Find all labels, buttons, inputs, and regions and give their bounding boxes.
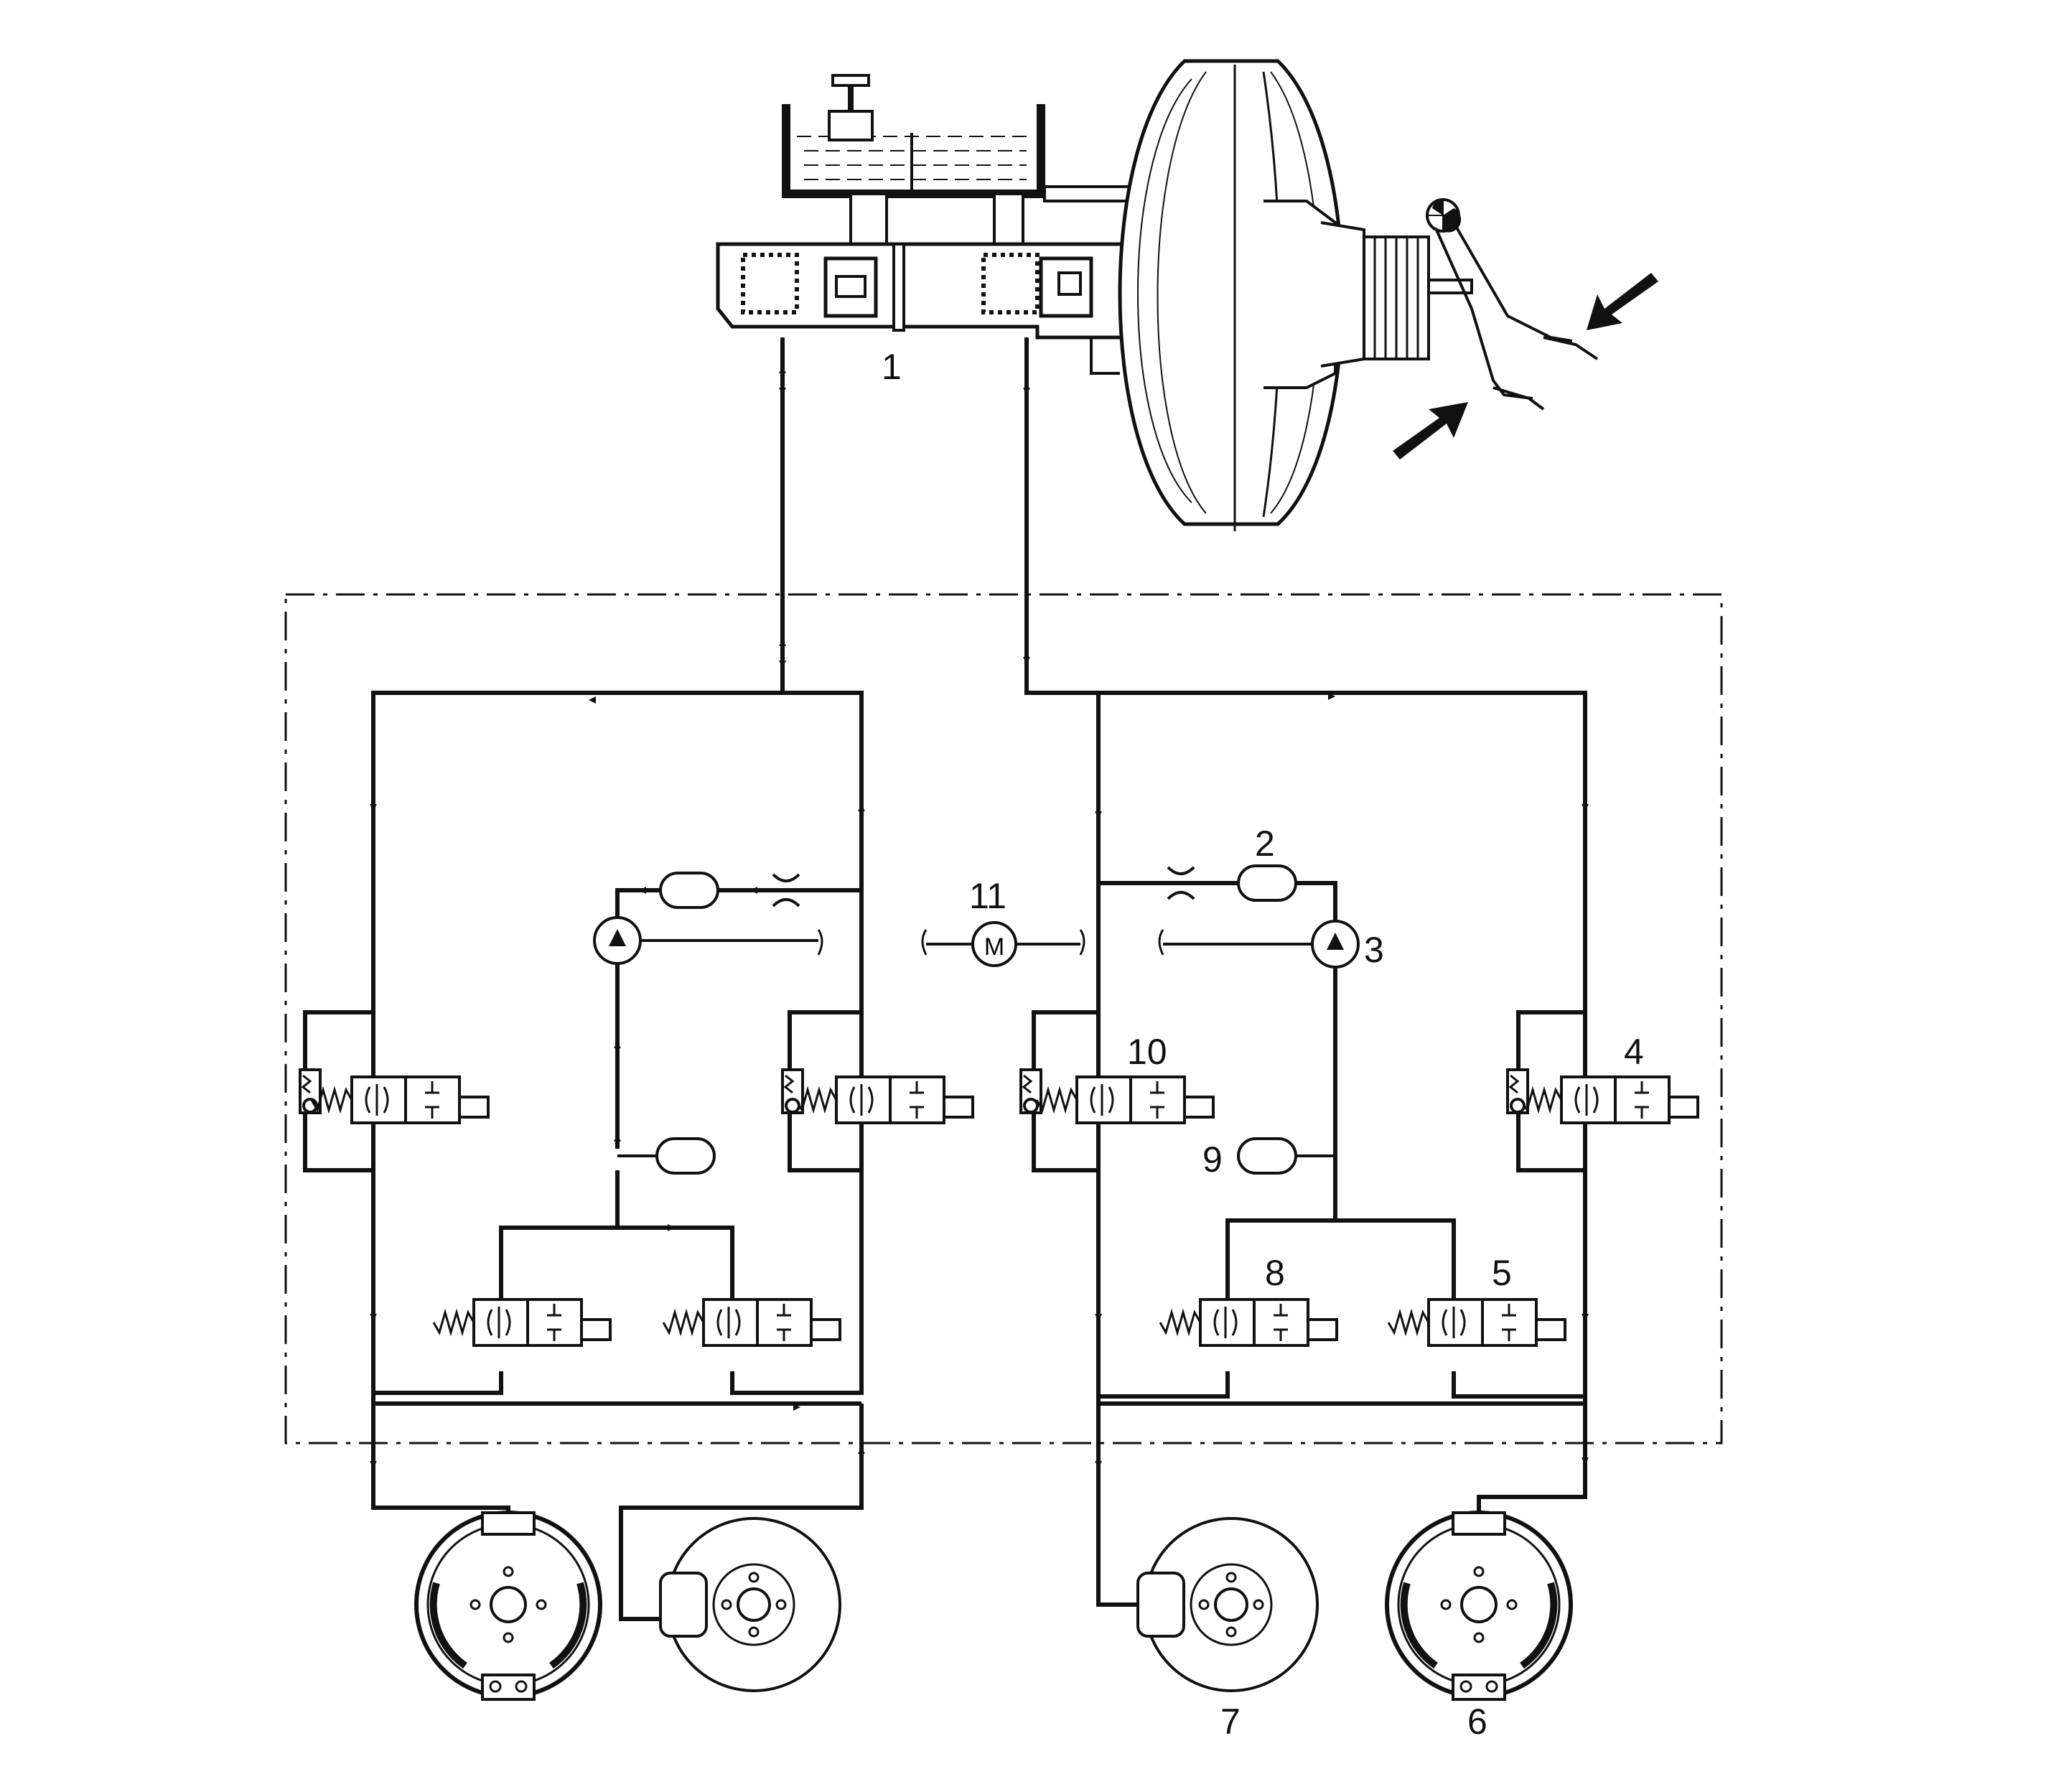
damper-right	[1237, 1137, 1297, 1175]
disc-brake-left-front	[659, 1517, 841, 1692]
pedal-force-arrows	[1393, 273, 1658, 459]
accumulator-right	[1237, 864, 1297, 902]
hydraulic-unit-boundary	[284, 593, 1723, 1445]
brake-fluid-reservoir	[782, 74, 1045, 246]
drum-brake-left	[416, 1513, 600, 1699]
inlet-valve-left-outer	[310, 1075, 490, 1124]
inlet-valve-right-inner	[1035, 1075, 1215, 1124]
brake-pedal	[1426, 198, 1599, 411]
outlet-valve-right-outer	[1387, 1298, 1566, 1347]
label-outlet-valve-front-left: 8	[1265, 1253, 1285, 1293]
label-disc-brake-left: 7	[1220, 1702, 1241, 1742]
flow-arrows	[370, 366, 1589, 1468]
motor-symbol: M	[984, 933, 1004, 961]
pump-left	[593, 916, 642, 965]
label-drum-brake-right: 6	[1467, 1702, 1487, 1742]
label-damper-chamber: 9	[1202, 1139, 1223, 1180]
pump-right	[1311, 920, 1360, 969]
label-pump: 3	[1364, 930, 1384, 970]
outlet-valve-left-outer	[432, 1298, 612, 1347]
inlet-valve-right-outer	[1520, 1075, 1699, 1124]
label-inlet-valve-front-left: 10	[1127, 1032, 1167, 1072]
check-valve-right-inner	[1019, 1068, 1042, 1114]
callout-labels: 1 2 3 4 5 6 7 8 9 10 11	[882, 347, 1644, 1742]
outlet-valve-right-inner	[1159, 1298, 1338, 1347]
label-pump-motor: 11	[969, 876, 1006, 916]
inlet-valve-left-inner	[795, 1075, 974, 1124]
disc-brake-right-front	[1136, 1517, 1319, 1692]
check-valve-left-outer	[299, 1068, 322, 1114]
brake-lines	[303, 337, 1587, 1621]
label-accumulator: 2	[1255, 823, 1275, 864]
drum-brake-right	[1387, 1513, 1571, 1699]
label-inlet-valve-rear-right: 4	[1624, 1032, 1644, 1072]
pump-motor: M	[921, 921, 1085, 967]
accumulator-left	[659, 872, 719, 909]
label-master-cylinder: 1	[882, 347, 902, 387]
label-outlet-valve-rear-right: 5	[1492, 1253, 1512, 1293]
brake-booster	[1043, 59, 1473, 531]
damper-left	[655, 1137, 716, 1175]
outlet-valve-left-inner	[662, 1298, 841, 1347]
booster-bellows	[1363, 235, 1430, 360]
